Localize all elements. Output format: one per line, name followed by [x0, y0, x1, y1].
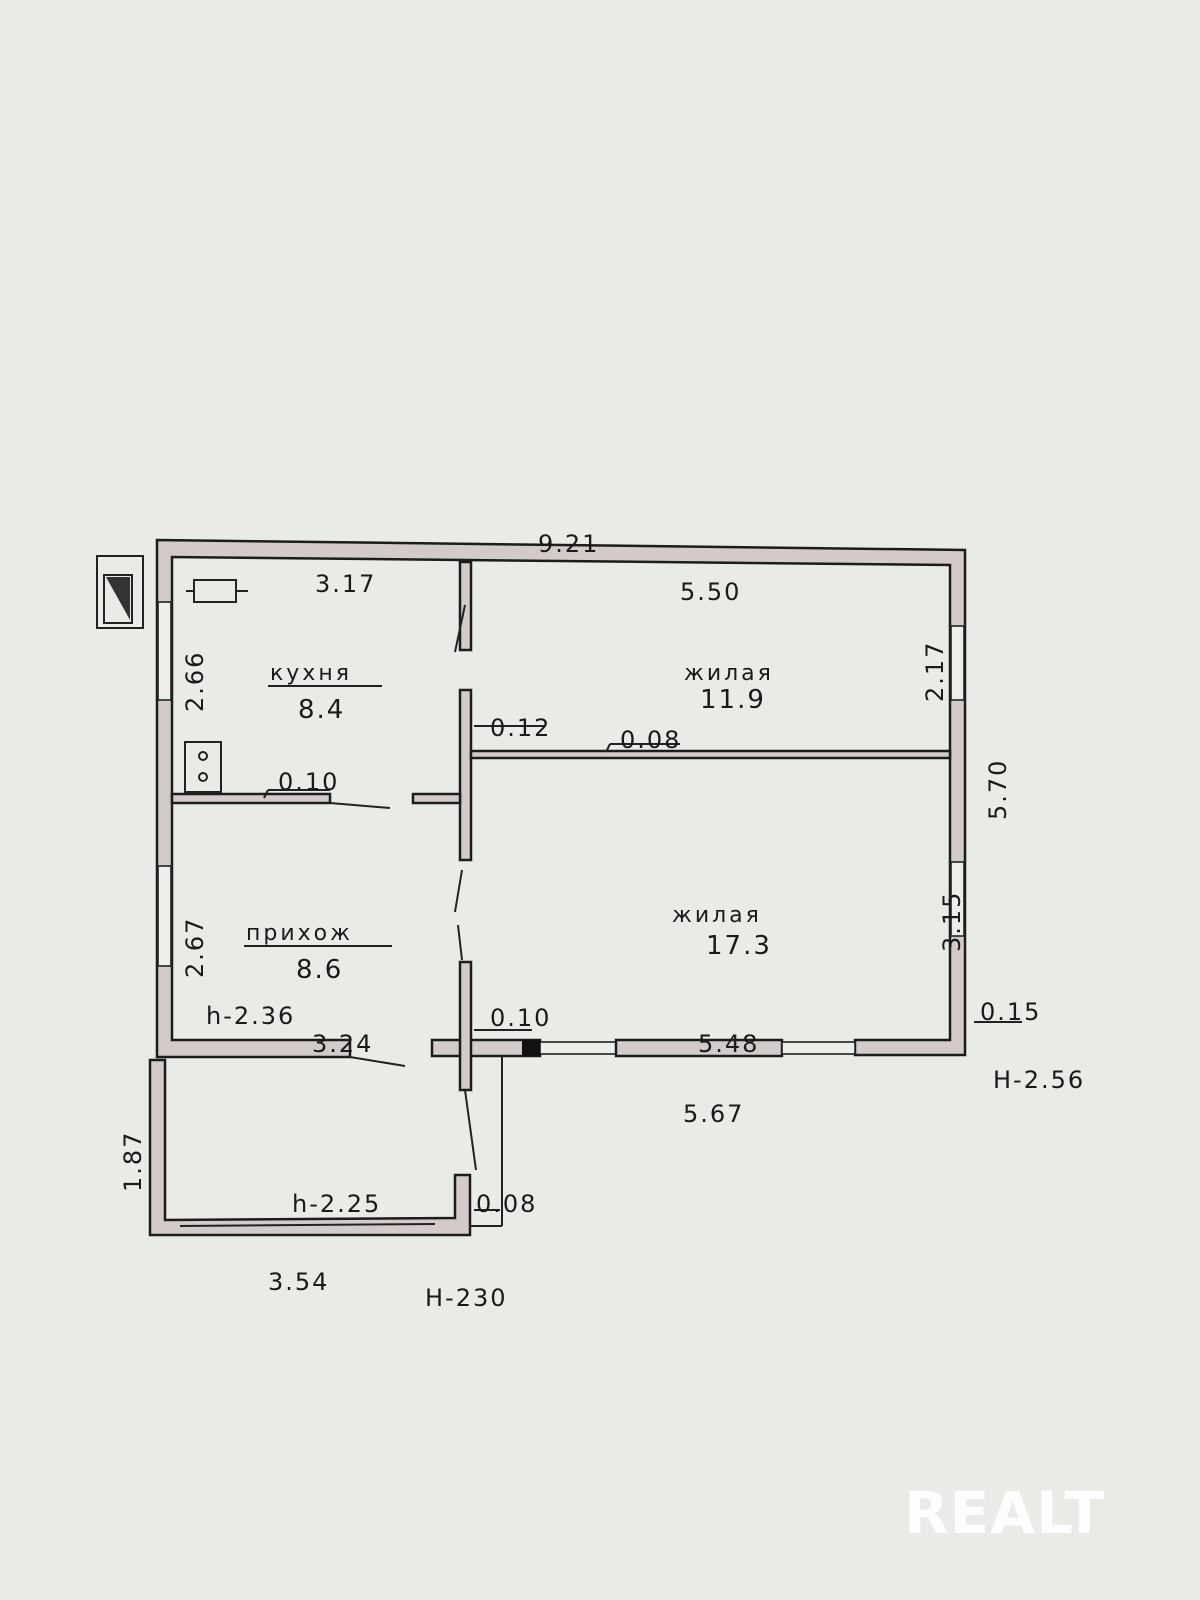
internal-wall	[170, 792, 332, 805]
dim-partition-008: 0.08	[620, 726, 681, 754]
dim-annex-wall: 0.08	[476, 1190, 537, 1218]
dim-hall-width: 3.24	[312, 1030, 373, 1058]
realt-watermark: REALT	[904, 1479, 1105, 1547]
dim-kitchen-wall: 0.10	[278, 768, 339, 796]
radiator-icon	[186, 579, 248, 603]
room-area: 8.6	[296, 955, 343, 985]
dim-outer-bottom: 5.67	[683, 1100, 744, 1128]
window	[539, 1041, 617, 1055]
height-hall: h-2.36	[206, 1002, 295, 1030]
dim-kitchen-side: 2.66	[181, 651, 209, 712]
room-area: 11.9	[700, 685, 766, 715]
window	[157, 601, 172, 701]
dim-living-top-side: 2.17	[921, 641, 949, 702]
room-name: жилая	[672, 903, 762, 928]
room-name: жилая	[684, 661, 774, 686]
dim-annex-side: 1.87	[119, 1131, 147, 1192]
internal-wall	[411, 792, 462, 805]
dim-hall-side: 2.67	[181, 917, 209, 978]
window	[157, 865, 172, 967]
room-living-large: жилая 17.3	[672, 903, 772, 961]
dim-annex-width: 3.54	[268, 1268, 329, 1296]
dim-partition-012: 0.12	[490, 714, 551, 742]
room-area: 17.3	[706, 931, 772, 961]
room-name: кухня	[270, 661, 352, 686]
height-annex: h-2.25	[292, 1190, 381, 1218]
dim-outer-wall: 0.15	[980, 998, 1041, 1026]
dim-right-total: 5.70	[984, 759, 1012, 820]
dim-partition-010: 0.10	[490, 1004, 551, 1032]
partition	[469, 749, 952, 760]
height-annex-outer: H-230	[425, 1284, 508, 1312]
room-name: прихож	[246, 921, 353, 946]
window	[950, 625, 965, 701]
dim-kitchen-width: 3.17	[315, 570, 376, 598]
annex-wall	[148, 1058, 472, 1237]
internal-wall	[458, 960, 473, 1092]
room-living-small: жилая 11.9	[684, 661, 774, 715]
height-main: H-2.56	[993, 1066, 1085, 1094]
dim-living-bottom-width: 5.48	[698, 1030, 759, 1058]
dim-living-top-width: 5.50	[680, 578, 741, 606]
window	[781, 1041, 856, 1055]
stove-icon	[184, 741, 222, 793]
dim-living-bottom-side: 3.15	[938, 891, 966, 952]
chimney-symbol-icon	[96, 555, 144, 629]
dim-overall-width: 9.21	[538, 530, 599, 558]
room-hallway: прихож 8.6	[244, 921, 392, 985]
internal-wall	[458, 688, 473, 862]
room-area: 8.4	[298, 695, 345, 725]
room-kitchen: кухня 8.4	[268, 661, 382, 725]
window	[950, 861, 965, 937]
